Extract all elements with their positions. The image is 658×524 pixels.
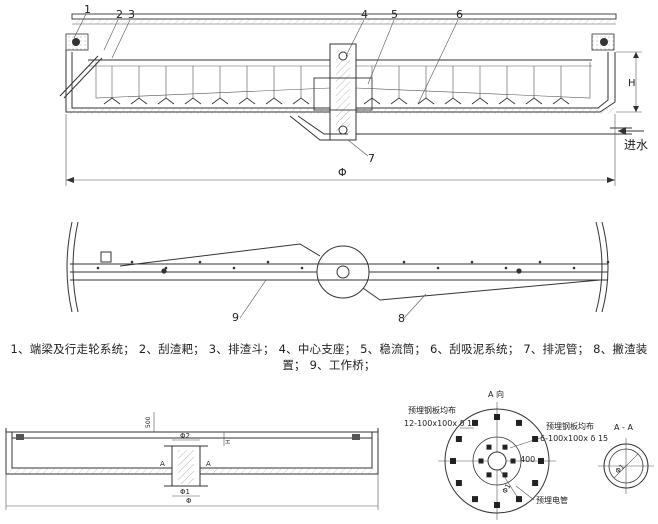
phi-label: Φ bbox=[338, 166, 347, 179]
scraper-blade bbox=[471, 97, 489, 105]
bridge-bolt bbox=[266, 260, 270, 264]
outer-embedded-plate bbox=[494, 502, 500, 508]
scraper-blade bbox=[363, 97, 381, 105]
elevation-view bbox=[59, 13, 632, 141]
h-label: H bbox=[628, 78, 636, 89]
callout-1: 1 bbox=[84, 3, 91, 16]
bridge-beam bbox=[71, 13, 617, 20]
bridge-bolt bbox=[504, 266, 508, 270]
scraper-blade bbox=[390, 97, 408, 105]
scraper-blade bbox=[417, 97, 435, 105]
dim-phi1: Φ1 bbox=[180, 488, 190, 496]
legend-caption: 1、端梁及行走轮系统； 2、刮渣耙； 3、排渣斗； 4、中心支座； 5、稳流筒；… bbox=[10, 342, 648, 372]
scraper-blade bbox=[444, 97, 462, 105]
bottom-section: 500 H Φ2 Φ1 Φ A A bbox=[5, 412, 379, 510]
dim-400: 400 bbox=[520, 455, 535, 464]
outer-embedded-plate bbox=[538, 458, 544, 464]
callout-3: 3 bbox=[128, 8, 135, 21]
outer-embedded-plate bbox=[455, 480, 462, 486]
aa-view-title: A - A bbox=[614, 423, 633, 432]
bridge-bolt bbox=[198, 260, 202, 264]
spec-embedded-plate-inner: 6-100x100x δ 15 bbox=[540, 434, 608, 443]
bridge-bolt bbox=[436, 266, 440, 270]
scraper-blades bbox=[103, 66, 570, 105]
scraper-blade bbox=[265, 97, 283, 105]
outer-embedded-plate bbox=[516, 419, 522, 426]
outer-embedded-plate bbox=[472, 419, 478, 426]
dimension-h: H bbox=[616, 51, 642, 113]
right-wheel bbox=[600, 38, 608, 46]
section-mark-a-left: A bbox=[160, 460, 165, 468]
bridge-bolt bbox=[164, 266, 168, 270]
inner-embedded-plate bbox=[502, 472, 508, 478]
dim-500: 500 bbox=[145, 416, 152, 428]
outer-embedded-plate bbox=[450, 458, 456, 464]
callouts-plan: 9 8 bbox=[232, 279, 427, 325]
inlet-arrow: 进水 bbox=[618, 127, 648, 152]
aa-view: A - A Φ1 bbox=[598, 423, 654, 494]
a-view-title: A 向 bbox=[488, 389, 504, 399]
bridge-bolt bbox=[572, 266, 576, 270]
plan-view bbox=[66, 221, 609, 313]
section-mark-a-right: A bbox=[206, 460, 211, 468]
a-view: A 向 预埋钢板均布 12-100x100x δ 15 预埋钢板均布 6-100… bbox=[404, 389, 608, 520]
plan-ticks bbox=[96, 260, 610, 270]
scraper-blade bbox=[211, 97, 229, 105]
label-embedded-plate-inner: 预埋钢板均布 bbox=[546, 421, 594, 431]
scraper-blade bbox=[498, 97, 516, 105]
scraper-blade bbox=[184, 97, 202, 105]
inner-embedded-plate bbox=[486, 444, 492, 450]
outer-embedded-plate bbox=[455, 436, 462, 442]
scraper-blade bbox=[292, 97, 310, 105]
scraper-blade bbox=[552, 97, 570, 105]
a-view-outer-circle bbox=[444, 408, 550, 514]
left-wheel bbox=[72, 38, 80, 46]
a-view-plates bbox=[450, 414, 544, 508]
spec-embedded-plate-outer: 12-100x100x δ 15 bbox=[404, 419, 477, 428]
label-embedded-plate-outer: 预埋钢板均布 bbox=[408, 405, 456, 415]
callout-2: 2 bbox=[116, 8, 123, 21]
inner-embedded-plate bbox=[478, 458, 484, 464]
dimension-phi: Φ bbox=[65, 114, 616, 186]
a-view-center-hole bbox=[487, 451, 507, 471]
dim-phi1-a: Φ1 bbox=[501, 482, 513, 495]
bridge-bolt bbox=[538, 260, 542, 264]
callouts-top: 1 2 3 4 5 6 7 bbox=[73, 3, 463, 165]
aa-outer-circle bbox=[603, 443, 649, 489]
outer-embedded-plate bbox=[532, 436, 539, 442]
callout-6: 6 bbox=[456, 8, 463, 21]
inner-embedded-plate bbox=[510, 458, 516, 464]
dim-side-h: H bbox=[225, 439, 232, 444]
aa-inner-circle bbox=[608, 448, 644, 484]
aa-dim-phi1: Φ1 bbox=[614, 463, 627, 476]
scraper-blade bbox=[103, 97, 121, 105]
callout-5: 5 bbox=[391, 8, 398, 21]
callout-8: 8 bbox=[398, 312, 405, 325]
scraper-blade bbox=[157, 97, 175, 105]
callout-7: 7 bbox=[368, 152, 375, 165]
bridge-bolt bbox=[232, 266, 236, 270]
outer-embedded-plate bbox=[494, 414, 500, 420]
bridge-bolt bbox=[470, 260, 474, 264]
scraper-blade bbox=[238, 97, 256, 105]
inner-embedded-plate bbox=[502, 444, 508, 450]
scraper-blade bbox=[525, 97, 543, 105]
bridge-bolt bbox=[96, 266, 100, 270]
inner-embedded-plate bbox=[486, 472, 492, 478]
scraper-blade bbox=[130, 97, 148, 105]
inlet-label: 进水 bbox=[624, 138, 648, 152]
outer-embedded-plate bbox=[516, 496, 522, 503]
outer-embedded-plate bbox=[472, 496, 478, 503]
callout-9: 9 bbox=[232, 311, 239, 324]
bridge-bolt bbox=[130, 260, 134, 264]
bridge-bolt bbox=[606, 260, 610, 264]
outer-embedded-plate bbox=[532, 480, 539, 486]
bridge-bolt bbox=[300, 266, 304, 270]
dim-phi-bottom: Φ bbox=[186, 497, 192, 505]
callout-4: 4 bbox=[361, 8, 368, 21]
bridge-bolt bbox=[402, 260, 406, 264]
dim-phi2: Φ2 bbox=[180, 432, 190, 440]
label-embedded-pipe: 预埋电管 bbox=[536, 495, 568, 505]
